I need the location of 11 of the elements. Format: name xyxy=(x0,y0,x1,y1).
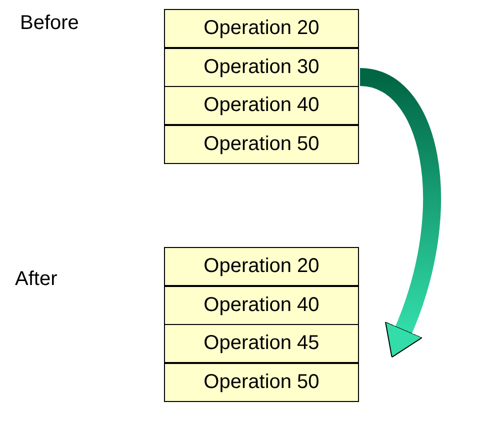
operation-box: Operation 45 xyxy=(164,324,359,363)
operation-box: Operation 40 xyxy=(164,86,359,125)
operation-box: Operation 30 xyxy=(164,48,359,86)
operation-box: Operation 40 xyxy=(164,286,359,324)
section-label: Before xyxy=(20,12,79,35)
operation-box: Operation 20 xyxy=(164,247,359,286)
operation-box: Operation 50 xyxy=(164,362,359,402)
operation-box: Operation 20 xyxy=(164,9,359,48)
section-label: After xyxy=(15,268,58,291)
curved-arrow xyxy=(358,68,441,358)
operation-box: Operation 50 xyxy=(164,124,359,164)
